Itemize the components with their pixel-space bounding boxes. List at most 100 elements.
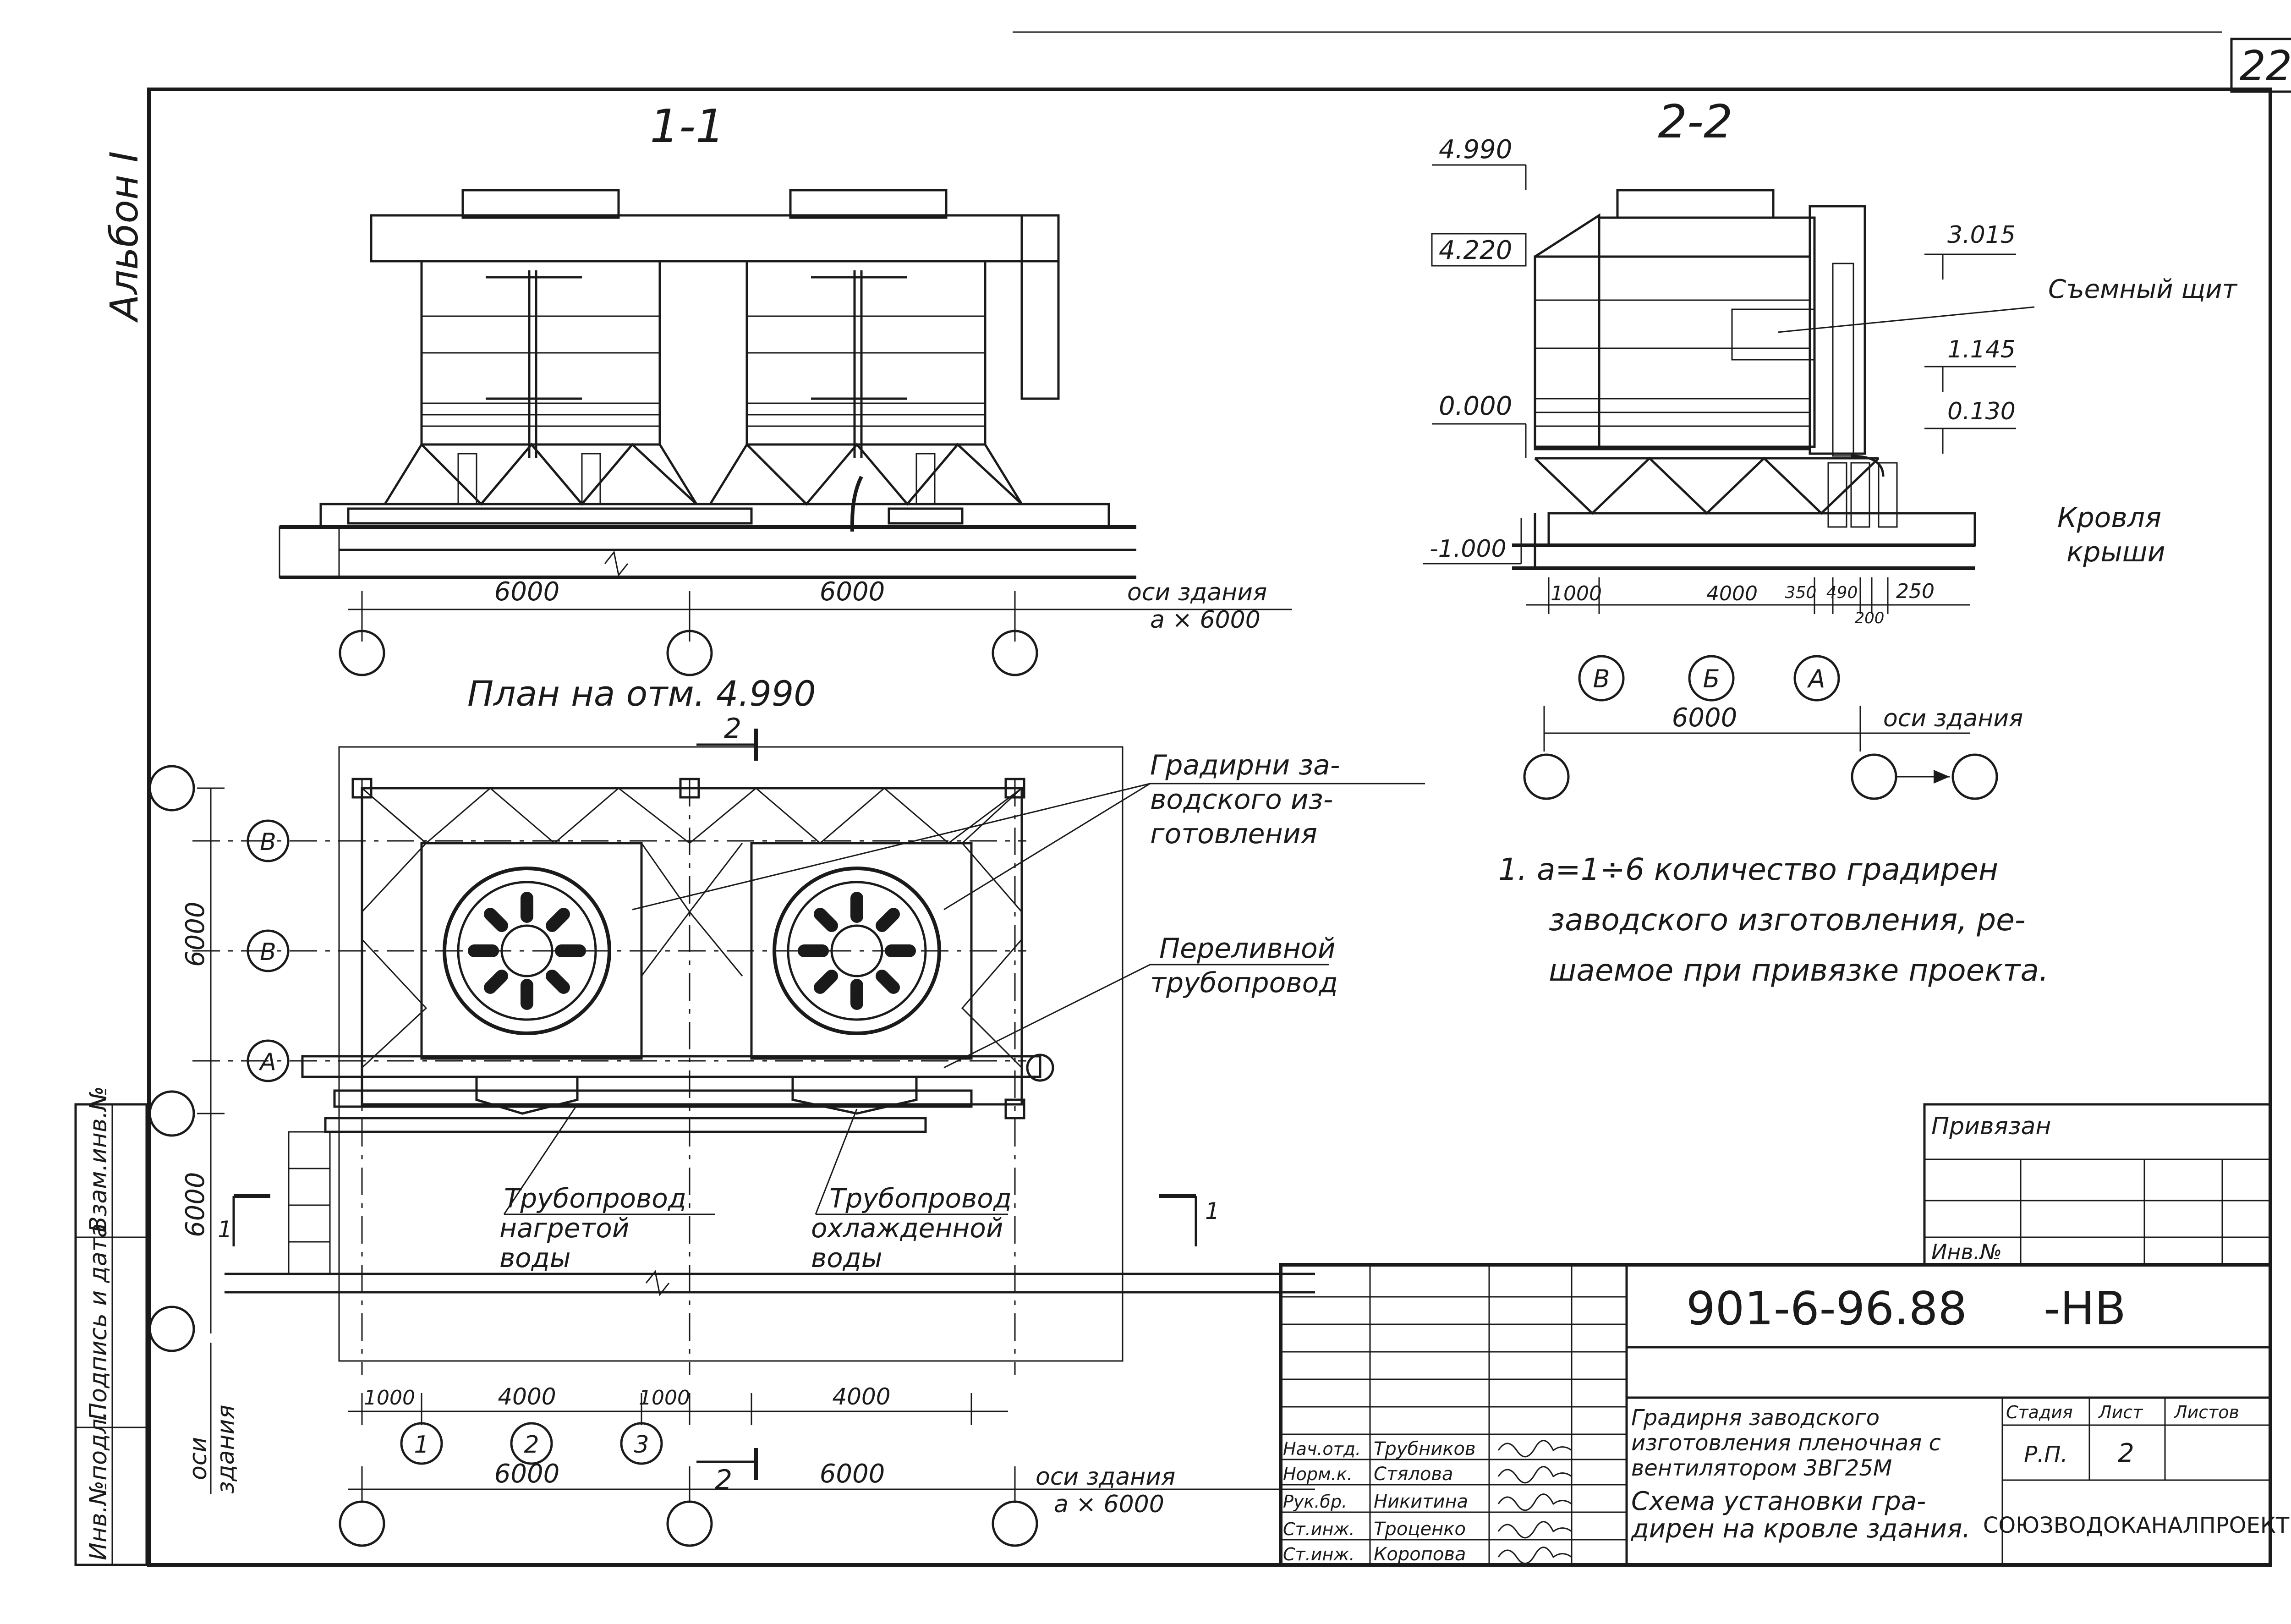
plan-col-3: 3 <box>634 1431 649 1459</box>
plan-dim-1000-a: 1000 <box>364 1386 415 1410</box>
plan-axis-marker <box>339 1500 385 1547</box>
elevation-0130: 0.130 <box>1947 398 2016 425</box>
cut-mark-right: 1 <box>1205 1198 1220 1224</box>
plan-col-1: 1 <box>414 1431 429 1459</box>
name-2: Стялова <box>1374 1464 1453 1485</box>
fan-icon <box>443 867 611 1035</box>
doc-code: 901-6-96.88 <box>1686 1282 1967 1335</box>
stage-value: Р.П. <box>2024 1442 2068 1467</box>
elevation-4220: 4.220 <box>1439 236 1512 265</box>
sec2-dim-250: 250 <box>1896 580 1935 603</box>
sec2-dim-490: 490 <box>1826 583 1858 602</box>
role-5: Ст.инж. <box>1283 1544 1355 1564</box>
removable-panel-label: Съемный щит <box>2048 274 2238 304</box>
cut-mark-top: 2 <box>724 713 741 745</box>
overflow-label-1: Переливной <box>1159 933 1336 965</box>
sec2-dim-total: 6000 <box>1672 703 1737 733</box>
plan-dim-4000-a: 4000 <box>498 1383 556 1410</box>
sec2-axis-marker <box>1951 753 1998 800</box>
doc-suffix: -НВ <box>2044 1282 2126 1335</box>
object-name-1: Градирня заводского <box>1631 1405 1880 1431</box>
sheet-header: Лист <box>2098 1402 2143 1422</box>
section-2-2: 2-2 4.990 4.220 3.015 1.145 0. <box>1423 95 2238 800</box>
sec2-axis-b: Б <box>1703 664 1720 693</box>
elevation-0000: 0.000 <box>1439 391 1512 421</box>
section-1-axis-marker <box>666 630 713 676</box>
organization: СОЮЗВОДОКАНАЛПРОЕКТ <box>1983 1513 2290 1538</box>
plan-total-dim-1: 6000 <box>494 1459 560 1489</box>
section-1-axis-marker <box>339 630 385 676</box>
roof-label-2: крыши <box>2066 536 2165 568</box>
elevation-minus-1000: -1.000 <box>1430 535 1507 563</box>
elevation-3015: 3.015 <box>1947 221 2016 249</box>
signature-icon <box>1497 1440 1572 1564</box>
name-5: Коропова <box>1374 1544 1466 1565</box>
sheet-name-2: дирен на кровле здания. <box>1631 1514 1970 1544</box>
sheets-header: Листов <box>2173 1402 2239 1422</box>
role-1: Нач.отд. <box>1283 1439 1361 1459</box>
section-1-axes-label: оси здания <box>1127 579 1267 606</box>
sec2-axis-marker <box>1523 753 1570 800</box>
plan-axis-marker <box>992 1500 1038 1547</box>
stage-header: Стадия <box>2006 1402 2073 1422</box>
plan-side-axes-1: оси <box>185 1437 212 1480</box>
name-1: Трубников <box>1374 1438 1476 1459</box>
album-label: Альбон I <box>102 151 147 323</box>
sec2-dim-1000: 1000 <box>1551 582 1602 605</box>
heated-pipe-label-1: Трубопровод <box>504 1183 686 1214</box>
name-3: Никитина <box>1374 1491 1468 1512</box>
plan-axes-label: оси здания <box>1036 1463 1175 1491</box>
plan-row-v2: В <box>260 938 276 966</box>
plan-row-v1: В <box>260 828 276 856</box>
cooled-pipe-label-1: Трубопровод <box>829 1183 1012 1214</box>
section-2-title: 2-2 <box>1658 95 1732 148</box>
plan-dim-4000-b: 4000 <box>832 1383 890 1410</box>
plan-total-dim-2: 6000 <box>820 1459 885 1489</box>
plan-axes-spacing: a × 6000 <box>1054 1491 1164 1518</box>
roof-label-1: Кровля <box>2057 502 2161 534</box>
cooled-pipe-label-2: охлажденной <box>811 1213 1003 1244</box>
bound-label: Привязан <box>1931 1113 2051 1140</box>
plan-view: План на отм. 4.990 2 <box>148 673 1425 1547</box>
section-1-axis-marker <box>992 630 1038 676</box>
towers-label-1: Градирни за- <box>1150 749 1340 781</box>
inv-label: Инв.№ <box>1931 1240 2002 1264</box>
overflow-label-2: трубопровод <box>1150 967 1338 999</box>
plan-axis-marker <box>148 1090 195 1137</box>
sec2-dim-350: 350 <box>1785 583 1817 602</box>
sec2-dim-200: 200 <box>1855 609 1885 627</box>
side-stamp-replace: Взам.инв.№ <box>85 1086 112 1233</box>
title-block: Привязан Инв.№ Нач.отд. Трубников Норм.к… <box>1279 1103 2290 1567</box>
elevation-4990: 4.990 <box>1439 135 1512 165</box>
cooled-pipe-label-3: воды <box>811 1242 882 1273</box>
sec2-axis-a: А <box>1807 664 1825 693</box>
towers-label-3: готовления <box>1150 818 1317 850</box>
sec2-axis-marker <box>1851 753 1897 800</box>
side-stamp-sign-date: Подпись и дата <box>85 1223 112 1421</box>
cut-mark-left: 1 <box>218 1216 232 1243</box>
object-name-3: вентилятором 3ВГ25М <box>1631 1455 1892 1481</box>
role-3: Рук.бр. <box>1283 1492 1347 1512</box>
section-1-dim-right: 6000 <box>820 577 885 607</box>
section-1-title: 1-1 <box>650 99 724 153</box>
section-1-1: 1-1 <box>279 99 1292 676</box>
note-line-3: шаемое при привязке проекта. <box>1549 953 2049 988</box>
section-1-axes-spacing: a × 6000 <box>1150 606 1261 634</box>
sec2-axes-label: оси здания <box>1883 705 2023 732</box>
plan-dim-left-bottom: 6000 <box>181 1172 210 1237</box>
sheet-value: 2 <box>2118 1438 2134 1468</box>
plan-col-2: 2 <box>524 1431 539 1459</box>
plan-axis-marker <box>148 1306 195 1352</box>
name-4: Троценко <box>1374 1519 1466 1540</box>
note-line-2: заводского изготовления, ре- <box>1549 902 2026 938</box>
plan-dim-left-top: 6000 <box>181 901 210 967</box>
drawing-frame <box>147 88 2272 1567</box>
role-2: Норм.к. <box>1283 1464 1353 1484</box>
heated-pipe-label-3: воды <box>499 1242 571 1273</box>
section-1-dim-left: 6000 <box>494 577 560 607</box>
plan-title: План на отм. 4.990 <box>467 673 816 714</box>
plan-row-a: А <box>258 1048 276 1076</box>
side-stamp-inv: Инв.№подл. <box>85 1411 112 1560</box>
heated-pipe-label-2: нагретой <box>499 1213 629 1244</box>
